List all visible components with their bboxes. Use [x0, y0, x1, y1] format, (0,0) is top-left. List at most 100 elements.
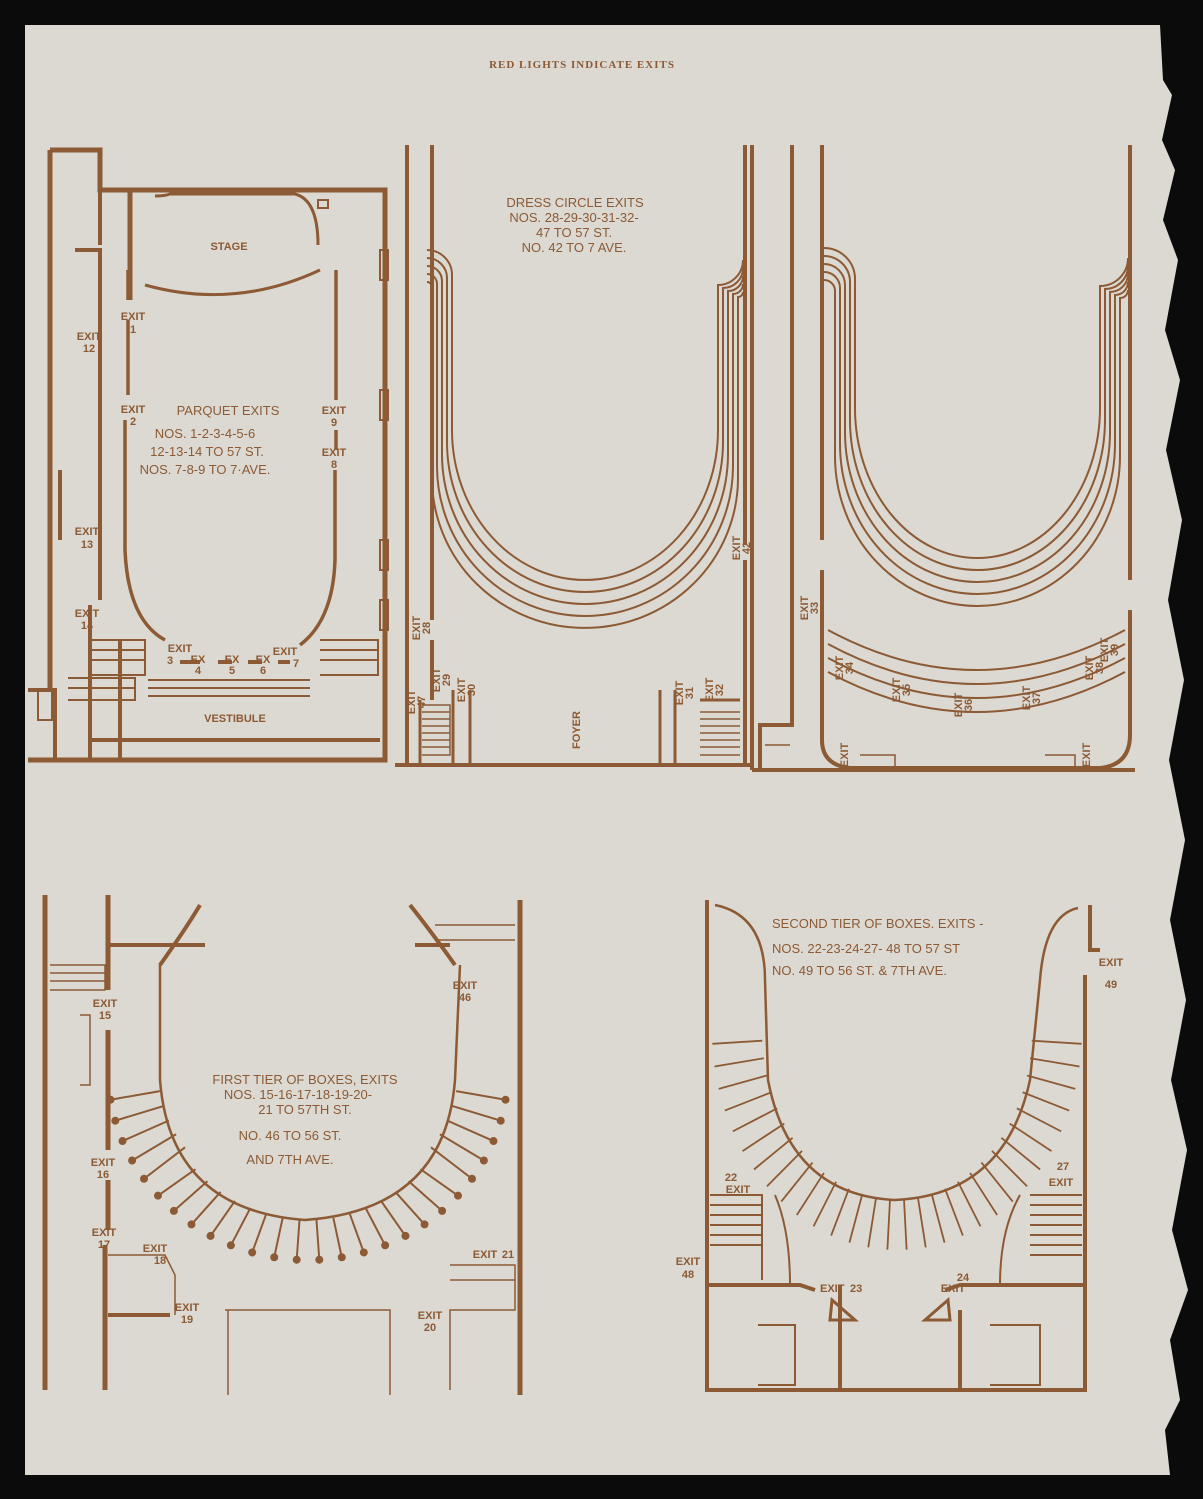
- box-partition: [1000, 1137, 1041, 1171]
- box-partition: [944, 1188, 964, 1236]
- exit-number: 7: [293, 658, 299, 670]
- exit-number: 36: [963, 699, 975, 711]
- box-partition: [917, 1197, 927, 1248]
- seating-row-curve: [426, 249, 744, 581]
- exit-number: 17: [98, 1239, 110, 1251]
- exit-number: 32: [714, 684, 726, 696]
- box-partition: [364, 1207, 387, 1246]
- box-partition: [724, 1091, 772, 1112]
- exit-word: EXIT: [1084, 655, 1096, 680]
- box-light: [467, 1174, 476, 1183]
- box-light: [359, 1248, 368, 1257]
- exit-number: 27: [1057, 1161, 1069, 1173]
- box-partition: [190, 1191, 222, 1226]
- box-partition: [718, 1074, 768, 1090]
- exit-word: EXIT: [75, 526, 100, 538]
- exit-word: EXIT: [820, 1283, 845, 1295]
- exit-number: 47: [416, 696, 428, 708]
- seating-row-curve: [426, 257, 744, 593]
- exit-number: 31: [684, 687, 696, 699]
- box-partition: [419, 1168, 459, 1197]
- box-light: [454, 1191, 463, 1200]
- exit-word: EXIT: [731, 535, 743, 560]
- box-partition: [143, 1146, 186, 1180]
- box-light: [153, 1191, 162, 1200]
- exit-number: 5: [229, 665, 235, 677]
- box-light: [270, 1253, 279, 1262]
- box-partition: [1029, 1057, 1080, 1068]
- box-partition: [122, 1119, 170, 1142]
- parquet-line-1: NOS. 1-2-3-4-5-6: [155, 426, 255, 441]
- box-partition: [830, 1188, 850, 1236]
- paper-sheet: [25, 25, 1188, 1475]
- ex-word: EX: [256, 654, 271, 666]
- exit-word: EXIT: [168, 643, 193, 655]
- exit-word: EXIT: [121, 404, 146, 416]
- exit-word: EXIT: [273, 646, 298, 658]
- exit-number: 48: [682, 1269, 694, 1281]
- exit-number: 4: [195, 665, 202, 677]
- box-rail: [158, 963, 462, 1222]
- box-light: [420, 1220, 429, 1229]
- box-light: [248, 1248, 257, 1257]
- exit-word: EXIT: [75, 608, 100, 620]
- box-light: [438, 1206, 447, 1215]
- first-tier-line-3: 21 TO 57TH ST.: [258, 1102, 351, 1117]
- dress-circle-line-1: NOS. 28-29-30-31-32-: [509, 210, 638, 225]
- box-partition: [315, 1219, 321, 1260]
- seating-row-curve: [426, 265, 744, 605]
- box-light: [501, 1095, 510, 1104]
- first-tier-line-1: FIRST TIER OF BOXES, EXITS: [212, 1072, 397, 1087]
- exit-number: 38: [1094, 662, 1106, 674]
- exit-number: 30: [466, 684, 478, 696]
- parquet-plan: [28, 147, 389, 763]
- exit-word: EXIT: [175, 1302, 200, 1314]
- box-partition: [903, 1199, 908, 1250]
- box-partition: [930, 1194, 946, 1243]
- box-light: [140, 1174, 149, 1183]
- exit-word: EXIT: [406, 689, 418, 714]
- exit-number: 46: [459, 992, 471, 1004]
- box-partition: [712, 1039, 763, 1045]
- box-partition: [380, 1200, 407, 1237]
- exit-word: EXIT: [676, 1256, 701, 1268]
- exit-word: EXIT: [1049, 1177, 1074, 1189]
- box-partition: [131, 1133, 177, 1162]
- exit-number: 21: [502, 1249, 514, 1261]
- box-partition: [273, 1217, 284, 1258]
- exit-word: EXIT: [839, 742, 851, 767]
- exit-word: EXIT: [92, 1227, 117, 1239]
- box-partition: [742, 1122, 785, 1152]
- box-partition: [886, 1199, 891, 1250]
- box-partition: [1031, 1039, 1082, 1045]
- box-light: [381, 1241, 390, 1250]
- box-partition: [969, 1172, 998, 1216]
- exit-number: 6: [260, 665, 266, 677]
- box-partition: [295, 1219, 301, 1260]
- exit-word: EXIT: [726, 1184, 751, 1196]
- box-partition: [348, 1213, 365, 1253]
- exit-word: EXIT: [1081, 742, 1093, 767]
- box-light: [479, 1156, 488, 1165]
- box-partition: [430, 1146, 473, 1180]
- exit-word: EXIT: [941, 1283, 966, 1295]
- box-partition: [714, 1057, 765, 1068]
- box-light: [226, 1241, 235, 1250]
- exit-number: 34: [844, 661, 856, 674]
- parquet-line-2: 12-13-14 TO 57 ST.: [150, 444, 264, 459]
- box-partition: [980, 1162, 1014, 1203]
- box-light: [111, 1116, 120, 1125]
- box-partition: [157, 1168, 197, 1197]
- seating-row-curve: [823, 255, 1129, 571]
- exit-number: 1: [130, 324, 136, 336]
- second-tier-line-1: SECOND TIER OF BOXES. EXITS -: [772, 916, 983, 931]
- box-light: [315, 1255, 324, 1264]
- box-partition: [114, 1105, 164, 1122]
